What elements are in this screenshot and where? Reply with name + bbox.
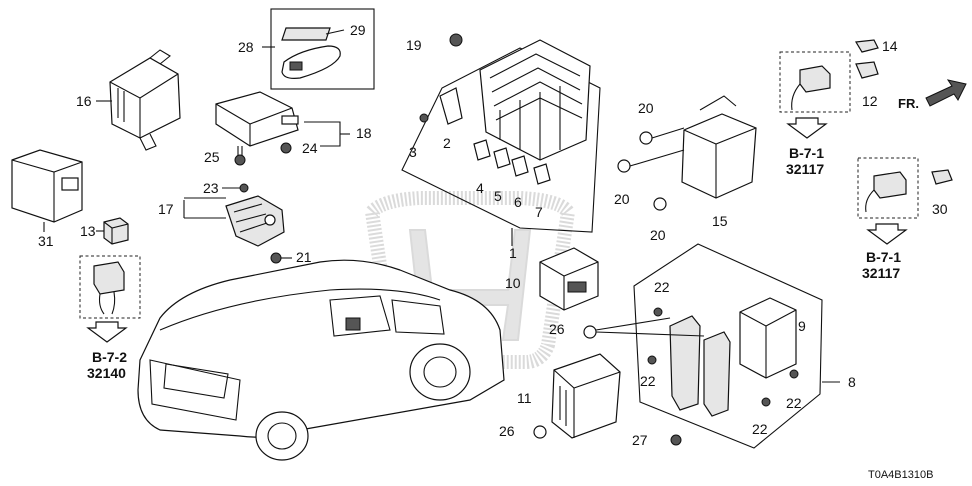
callout-1: 1 <box>509 245 517 261</box>
callout-20b: 20 <box>614 191 630 207</box>
vehicle-outline <box>137 259 505 461</box>
ref-c-section[interactable]: B-7-2 <box>92 349 127 365</box>
callout-17: 17 <box>158 201 174 217</box>
callout-22d: 22 <box>752 421 768 437</box>
callout-10: 10 <box>505 275 521 291</box>
callout-3: 3 <box>409 144 417 160</box>
callout-12: 12 <box>862 93 878 109</box>
callout-19: 19 <box>406 37 422 53</box>
diagram-code: T0A4B1310B <box>868 469 933 481</box>
ref-b-page[interactable]: 32117 <box>862 265 900 281</box>
callout-24: 24 <box>302 140 318 156</box>
callout-20c: 20 <box>650 227 666 243</box>
connector-box-top-right <box>779 39 879 139</box>
part-31-control-unit <box>11 149 83 232</box>
callout-27: 27 <box>632 432 648 448</box>
ref-a-page[interactable]: 32117 <box>786 161 824 177</box>
part-21-clip <box>270 252 292 264</box>
part-15-module <box>617 95 757 211</box>
callout-25: 25 <box>204 149 220 165</box>
callout-29: 29 <box>350 22 366 38</box>
connector-box-left <box>79 255 141 343</box>
callout-8: 8 <box>848 374 856 390</box>
callout-16: 16 <box>76 93 92 109</box>
callout-30: 30 <box>932 201 948 217</box>
callout-5: 5 <box>494 188 502 204</box>
part-13-relay <box>96 217 129 245</box>
callout-6: 6 <box>514 194 522 210</box>
ref-c-page[interactable]: 32140 <box>87 365 126 381</box>
ref-b-section[interactable]: B-7-1 <box>866 249 901 265</box>
front-direction-arrow <box>925 79 967 107</box>
callout-11: 11 <box>517 390 532 406</box>
part-8-bracket-assembly <box>595 243 840 449</box>
part-18-module <box>215 91 350 166</box>
callout-4: 4 <box>476 180 484 196</box>
part-10-module <box>539 247 599 311</box>
part-17-bracket <box>183 183 285 247</box>
part-1-fuse-box-assembly <box>401 33 601 246</box>
callout-18: 18 <box>356 125 372 141</box>
callout-23: 23 <box>203 180 219 196</box>
callout-22b: 22 <box>640 373 656 389</box>
callout-26a: 26 <box>549 321 565 337</box>
callout-22c: 22 <box>786 395 802 411</box>
callout-7: 7 <box>535 204 543 220</box>
callout-26b: 26 <box>499 423 515 439</box>
ref-a-section[interactable]: B-7-1 <box>789 145 824 161</box>
callout-21: 21 <box>296 249 312 265</box>
callout-31: 31 <box>38 233 54 249</box>
callout-28: 28 <box>238 39 254 55</box>
callout-14: 14 <box>882 38 898 54</box>
section-references: B-7-1 32117 B-7-1 32117 B-7-2 32140 <box>87 145 901 381</box>
part-11-module <box>533 325 621 439</box>
callout-22a: 22 <box>654 279 670 295</box>
callout-15: 15 <box>712 213 728 229</box>
connector-box-mid-right <box>857 157 953 245</box>
part-28-key-fob <box>262 8 375 90</box>
callout-13: 13 <box>80 223 96 239</box>
part-16-control-unit <box>96 49 181 151</box>
callout-9: 9 <box>798 318 806 334</box>
callout-2: 2 <box>443 135 451 151</box>
front-direction-label: FR. <box>898 96 919 111</box>
callout-20a: 20 <box>638 100 654 116</box>
